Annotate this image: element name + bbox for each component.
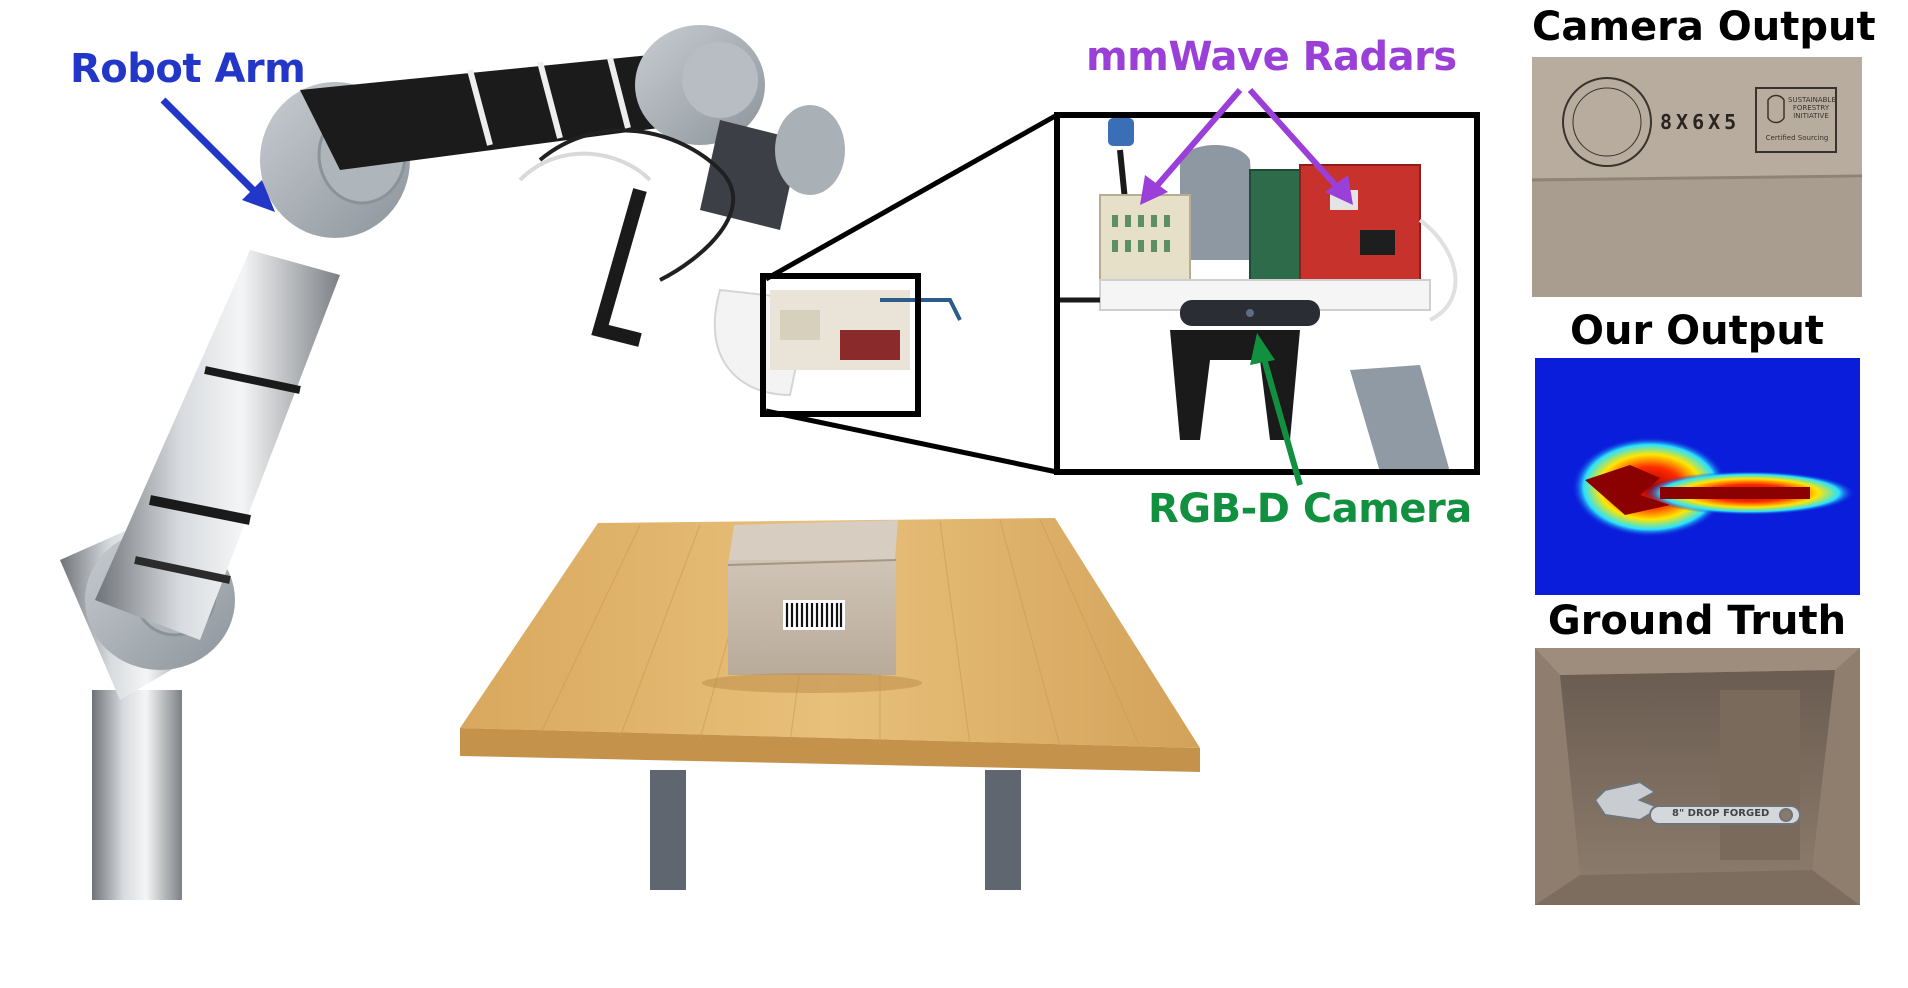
our-output-title: Our Output [1570,308,1824,354]
cable [1117,149,1128,201]
zoom-inset-frame [1054,112,1480,475]
robot-wrist-background [1180,145,1255,260]
camera-output-title: Camera Output [1532,4,1876,50]
robot-arm [60,25,962,900]
camera-lens-icon [1246,309,1254,317]
table-leg-right [985,770,1021,890]
sfi-label-box [1755,87,1837,153]
arm-base-column [92,690,182,900]
cable [1418,218,1458,322]
box-edge [727,559,897,566]
radar-chip [1360,230,1395,255]
arm-upper-link [95,250,340,640]
zoom-inset [1057,115,1477,472]
our-output-heatmap [1535,358,1860,595]
sfi-leaf-icon [1767,94,1785,124]
table-leg-left [650,770,686,890]
mmwave-arrowhead-left-icon [1140,175,1168,205]
open-box-flap-bottom [1535,870,1860,905]
cable [880,298,962,321]
box-top [728,520,898,565]
wrist-cap-2 [775,105,845,195]
radar-board-small [780,310,820,340]
wrench-handle [1649,805,1801,825]
radar-board-small [840,330,900,360]
open-box-flap-top [1535,648,1860,675]
robot-arm-arrow-line [160,97,258,195]
mmwave-arrowhead-right-icon [1325,175,1353,205]
zoom-source-box [760,273,921,417]
ground-truth-title: Ground Truth [1547,598,1847,644]
mmwave-radars-label: mmWave Radars [1086,34,1457,80]
camera-output-image [1531,57,1863,297]
robot-arm-arrowhead-icon [242,180,275,212]
rgbd-arrow-line [1260,354,1303,486]
radar-antenna-pads [1112,215,1170,252]
usb-cable-cap [1108,118,1134,146]
wrist-cap [682,42,758,118]
box-shadow [702,673,922,693]
cable-tie [134,556,231,584]
mmwave-arrow-line-right [1247,87,1341,191]
barcode-icon [783,600,845,630]
ground-truth-image [1535,648,1860,905]
gripper-mount [591,188,647,347]
mmwave-arrow-line-left [1152,88,1243,190]
rgbd-arrowhead-icon [1250,333,1275,365]
box-divider [1720,690,1800,860]
cable [538,128,736,282]
heatmap-wrench-head [1585,465,1670,515]
sfi-print: SUSTAINABLE FORESTRY INITIATIVE [1788,96,1836,120]
cable-ties [467,57,631,146]
cable [518,151,652,182]
zoom-connector-bottom [765,408,1058,475]
wrench-print: 8" DROP FORGED [1672,808,1770,819]
box-seam [1531,174,1863,182]
closed-box-front [1532,178,1862,297]
box-stamp-inner [1572,87,1642,157]
robot-arm-label: Robot Arm [70,46,306,92]
rgbd-camera-label: RGB-D Camera [1148,486,1472,532]
robot-link-background [1350,365,1450,472]
table-edge [460,728,1200,772]
box-stamp-seal-icon [1562,77,1652,167]
box-dimensions-print: 8X6X5 [1660,110,1741,134]
zoom-connector-top [764,112,1059,282]
wrench-hang-hole [1779,808,1793,822]
cable-tie [204,366,301,394]
heatmap-wrench-handle [1660,487,1810,499]
arm-wrist-body [700,120,800,230]
certified-print: Certified Sourcing [1765,134,1829,142]
cardboard-box-on-table [727,520,898,675]
cable-tie [149,495,251,525]
